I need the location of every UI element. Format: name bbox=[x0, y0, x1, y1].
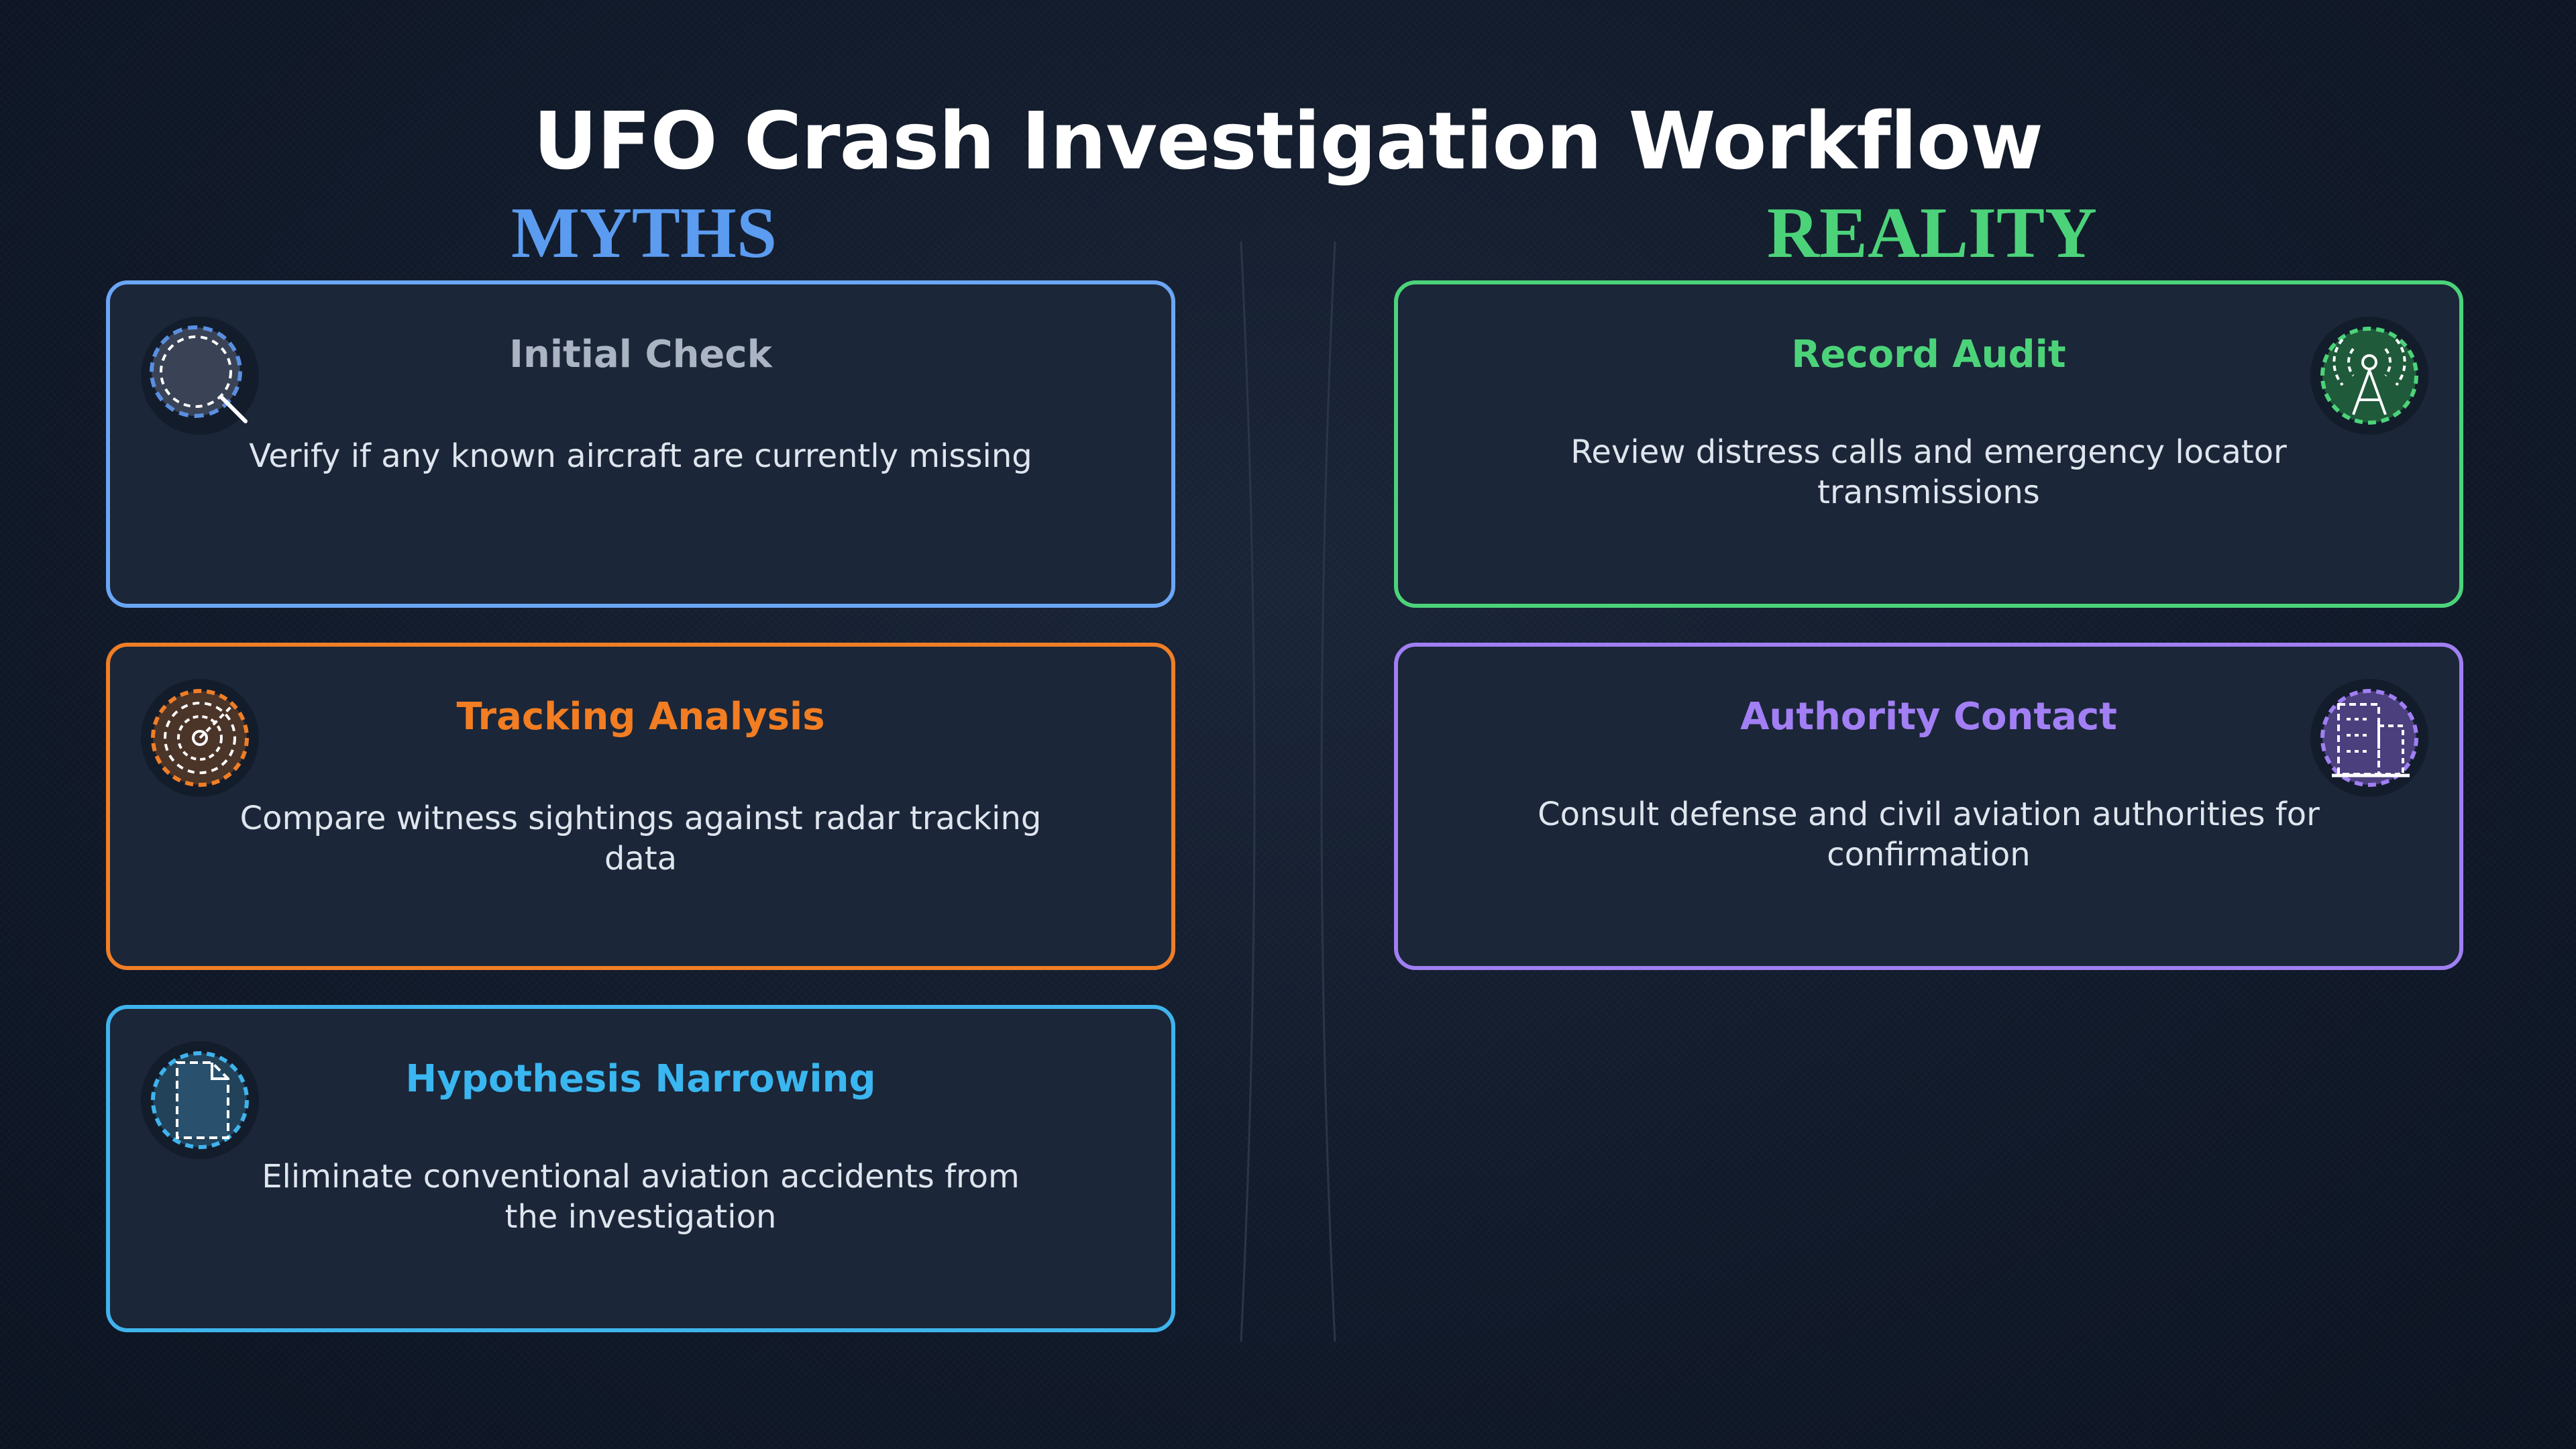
card-description: Verify if any known aircraft are current… bbox=[249, 437, 1032, 475]
card-title: Authority Contact bbox=[1740, 695, 2117, 739]
card-record-audit[interactable]: Record Audit Review distress calls and e… bbox=[1394, 280, 2463, 608]
card-title: Record Audit bbox=[1791, 333, 2066, 376]
card-description: Review distress calls and emergency loca… bbox=[1570, 433, 2287, 511]
building-icon bbox=[2310, 679, 2428, 797]
card-initial-check[interactable]: Initial Check Verify if any known aircra… bbox=[106, 280, 1175, 608]
card-title: Tracking Analysis bbox=[456, 695, 825, 739]
page-title: UFO Crash Investigation Workflow bbox=[533, 95, 2043, 187]
magnifier-icon bbox=[141, 317, 259, 435]
card-title: Hypothesis Narrowing bbox=[405, 1057, 876, 1101]
card-tracking-analysis[interactable]: Tracking Analysis Compare witness sighti… bbox=[106, 643, 1175, 970]
document-icon bbox=[141, 1041, 259, 1159]
antenna-icon bbox=[2310, 317, 2428, 435]
radar-icon bbox=[141, 679, 259, 797]
card-description: Compare witness sightings against radar … bbox=[239, 800, 1042, 877]
card-authority-contact[interactable]: Authority Contact Consult defense and ci… bbox=[1394, 643, 2463, 970]
card-hypothesis-narrowing[interactable]: Hypothesis Narrowing Eliminate conventio… bbox=[106, 1005, 1175, 1332]
section-heading-myths: MYTHS bbox=[511, 193, 777, 273]
center-divider bbox=[1240, 241, 1336, 1342]
card-title: Initial Check bbox=[509, 333, 772, 376]
card-description: Consult defense and civil aviation autho… bbox=[1538, 796, 2320, 873]
section-heading-reality: REALITY bbox=[1766, 193, 2098, 273]
card-description: Eliminate conventional aviation accident… bbox=[262, 1158, 1020, 1236]
